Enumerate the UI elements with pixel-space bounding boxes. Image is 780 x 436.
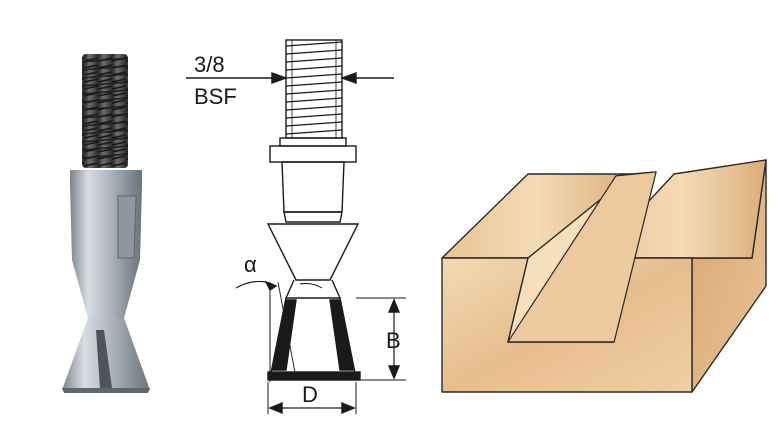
wood-block-with-groove xyxy=(441,159,767,393)
thread-standard-label: BSF xyxy=(194,84,237,109)
thread-shank xyxy=(82,54,128,168)
drawing-collar xyxy=(269,145,357,163)
technical-drawing xyxy=(186,39,406,415)
angle-alpha-label: α xyxy=(244,252,257,277)
dimension-d-label: D xyxy=(302,382,318,407)
router-bit-photo xyxy=(62,54,150,393)
drawing-thread xyxy=(285,39,343,139)
thread-size-label: 3/8 xyxy=(194,52,225,77)
collar xyxy=(70,170,142,185)
dimension-b-label: B xyxy=(386,328,401,353)
